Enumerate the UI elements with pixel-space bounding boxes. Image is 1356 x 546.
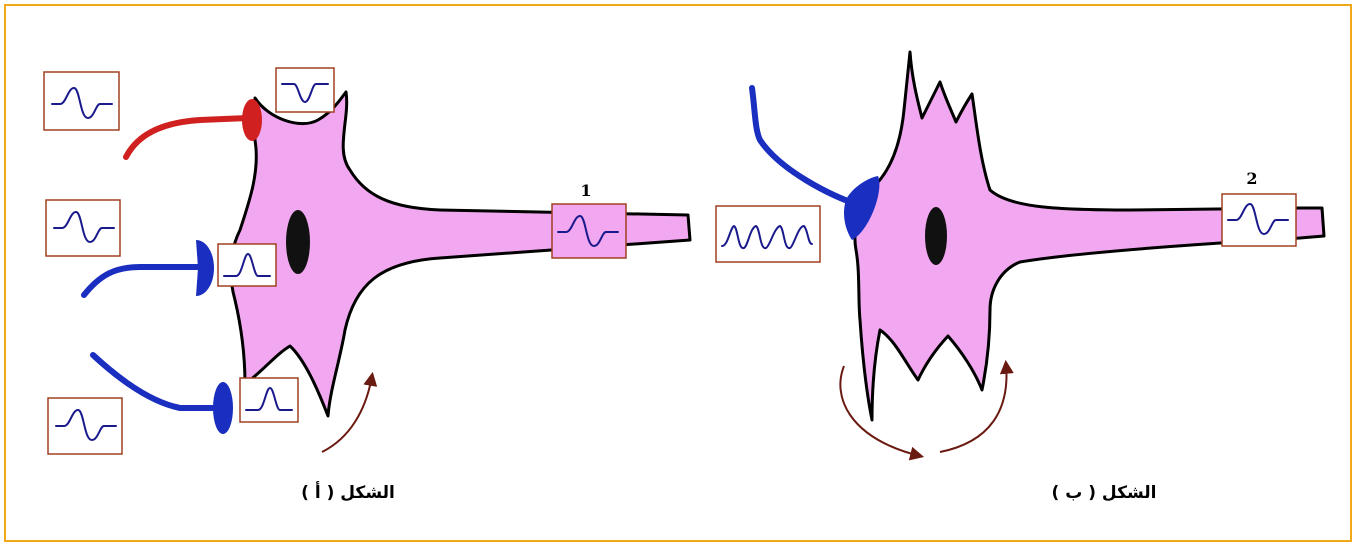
spike-train-box	[716, 206, 820, 262]
signal-box-input-1	[44, 72, 119, 130]
axon-label-2: 2	[1246, 169, 1257, 188]
figure-a-caption: الشكل ( أ )	[301, 481, 395, 503]
axon-label-1: 1	[580, 181, 591, 200]
figure-b: 2 الشكل ( ب )	[716, 52, 1324, 503]
flow-arrow	[940, 364, 1006, 452]
neuron-a-nucleus	[286, 210, 310, 274]
neuron-b-nucleus	[925, 207, 947, 265]
excitatory-terminal-2	[213, 382, 233, 434]
epsp-box-1	[218, 244, 276, 286]
flow-arrow	[840, 366, 920, 456]
excitatory-fiber-1	[84, 267, 200, 295]
figure-b-caption: الشكل ( ب )	[1052, 483, 1157, 503]
inhibitory-fiber	[126, 118, 248, 157]
excitatory-fiber-b	[752, 88, 862, 206]
epsp-box-2	[240, 378, 298, 422]
ipsp-box	[276, 68, 334, 112]
excitatory-terminal-1	[196, 240, 214, 296]
inhibitory-terminal	[242, 99, 262, 141]
figure-a: 1 الشكل ( أ )	[44, 68, 690, 503]
